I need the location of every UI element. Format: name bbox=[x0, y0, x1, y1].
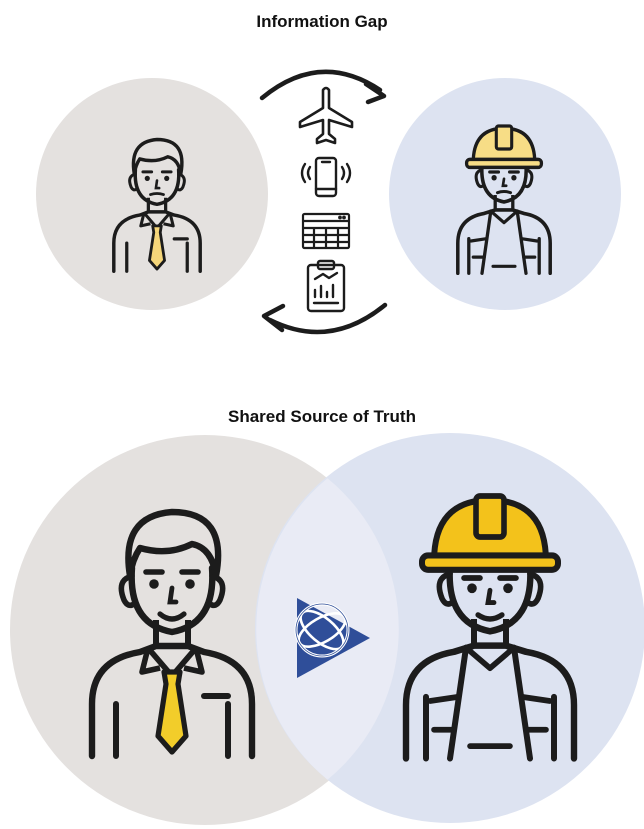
construction-worker-icon-large bbox=[402, 493, 578, 762]
exchange-arrows bbox=[259, 69, 388, 335]
globe-triangle-logo-icon bbox=[294, 598, 370, 678]
spreadsheet-icon bbox=[301, 212, 351, 250]
mobile-phone-icon bbox=[300, 156, 352, 198]
airplane-icon bbox=[298, 86, 354, 145]
businessman-icon-large bbox=[88, 508, 256, 760]
field-circle bbox=[389, 78, 621, 310]
shared-source-title: Shared Source of Truth bbox=[228, 407, 416, 426]
information-gap-title: Information Gap bbox=[256, 12, 388, 31]
clipboard-report-icon bbox=[306, 259, 346, 313]
